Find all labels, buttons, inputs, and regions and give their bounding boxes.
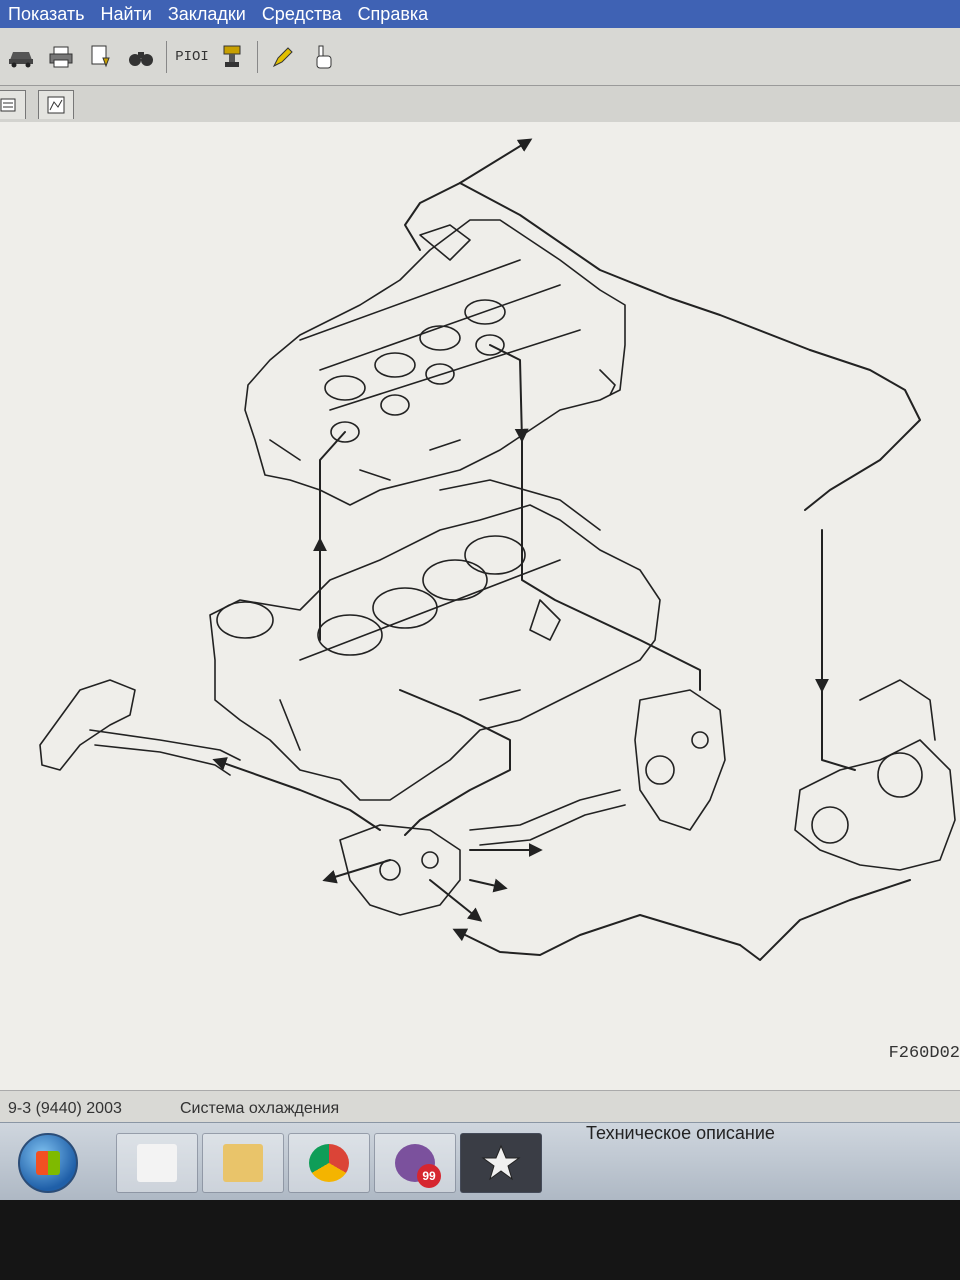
menu-tools[interactable]: Средства <box>261 3 342 24</box>
tab-diagram[interactable] <box>38 90 74 119</box>
menu-find[interactable]: Найти <box>100 3 152 24</box>
coolant-outlet-pipe <box>39 679 241 776</box>
explorer-icon <box>137 1144 177 1182</box>
water-pump <box>634 689 726 831</box>
folder-icon <box>223 1144 263 1182</box>
taskbar-folder[interactable] <box>202 1133 284 1193</box>
cylinder-head <box>244 219 626 506</box>
taskbar: Техническое описание 99 <box>0 1122 960 1200</box>
toolbar: PIOI <box>0 28 960 86</box>
taskbar-file-explorer[interactable] <box>116 1133 198 1193</box>
menu-bookmarks[interactable]: Закладки <box>167 3 246 24</box>
list-icon <box>0 98 16 112</box>
taskbar-viber[interactable]: 99 <box>374 1133 456 1193</box>
tab-list[interactable] <box>0 90 26 119</box>
taskbar-chrome[interactable] <box>288 1133 370 1193</box>
status-system: Система охлаждения <box>180 1100 340 1117</box>
cooling-system-diagram <box>39 138 956 961</box>
diagram-canvas <box>0 122 960 1090</box>
printer-icon[interactable] <box>46 42 76 72</box>
status-vehicle: 9-3 (9440) 2003 <box>8 1100 122 1117</box>
toolbar-separator <box>166 40 167 73</box>
tab-bar <box>0 86 960 123</box>
diagram-icon <box>47 96 65 114</box>
star-icon <box>481 1144 521 1182</box>
coolant-flow-lines <box>212 138 921 961</box>
menu-show[interactable]: Показать <box>8 3 85 24</box>
start-button[interactable] <box>18 1133 78 1193</box>
pencil-icon[interactable] <box>268 42 298 72</box>
lower-hose <box>469 789 626 846</box>
toolbar-separator <box>257 40 258 73</box>
document-download-icon[interactable] <box>86 42 116 72</box>
chrome-icon <box>309 1144 349 1182</box>
menu-bar: Показать Найти Закладки Средства Справка <box>0 0 960 28</box>
status-bar: 9-3 (9440) 2003 Система охлаждения <box>0 1090 960 1123</box>
menu-help[interactable]: Справка <box>357 3 429 24</box>
binoculars-icon[interactable] <box>126 42 156 72</box>
engine-block <box>209 479 661 801</box>
viber-unread-badge: 99 <box>417 1164 441 1188</box>
application-window: Показать Найти Закладки Средства Справка… <box>0 0 960 1200</box>
stamp-icon[interactable] <box>217 42 247 72</box>
status-doc-type: Техническое описание <box>586 1123 775 1143</box>
hand-pointer-icon[interactable] <box>308 42 338 72</box>
car-icon[interactable] <box>6 42 36 72</box>
monitor-bezel <box>0 1200 960 1280</box>
figure-code: F260D02 <box>888 1044 960 1063</box>
pio-button[interactable]: PIOI <box>175 48 209 65</box>
turbocharger <box>794 679 956 871</box>
windows-flag-icon <box>36 1151 60 1175</box>
taskbar-wis[interactable] <box>460 1133 542 1193</box>
